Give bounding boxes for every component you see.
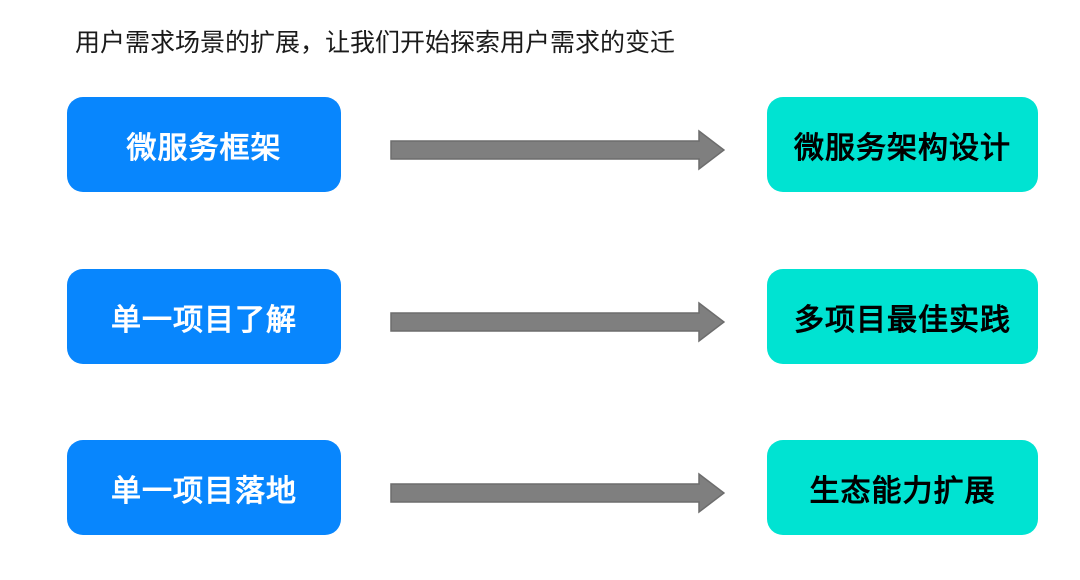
right-arrow-icon <box>390 301 725 343</box>
right-arrow-icon <box>390 129 725 171</box>
right-arrow-icon <box>390 471 725 515</box>
target-stage-box: 微服务架构设计 <box>767 97 1038 192</box>
flow-row: 单一项目了解 多项目最佳实践 <box>0 269 1080 364</box>
flow-row: 单一项目落地 生态能力扩展 <box>0 440 1080 535</box>
right-arrow-icon <box>390 300 725 344</box>
right-arrow-icon <box>390 128 725 172</box>
source-stage-box: 微服务框架 <box>67 97 341 192</box>
source-stage-box: 单一项目落地 <box>67 440 341 535</box>
flow-row: 微服务框架 微服务架构设计 <box>0 97 1080 192</box>
target-stage-box: 多项目最佳实践 <box>767 269 1038 364</box>
source-stage-box: 单一项目了解 <box>67 269 341 364</box>
right-arrow-icon <box>390 472 725 514</box>
target-stage-box: 生态能力扩展 <box>767 440 1038 535</box>
slide-title: 用户需求场景的扩展，让我们开始探索用户需求的变迁 <box>75 29 676 57</box>
